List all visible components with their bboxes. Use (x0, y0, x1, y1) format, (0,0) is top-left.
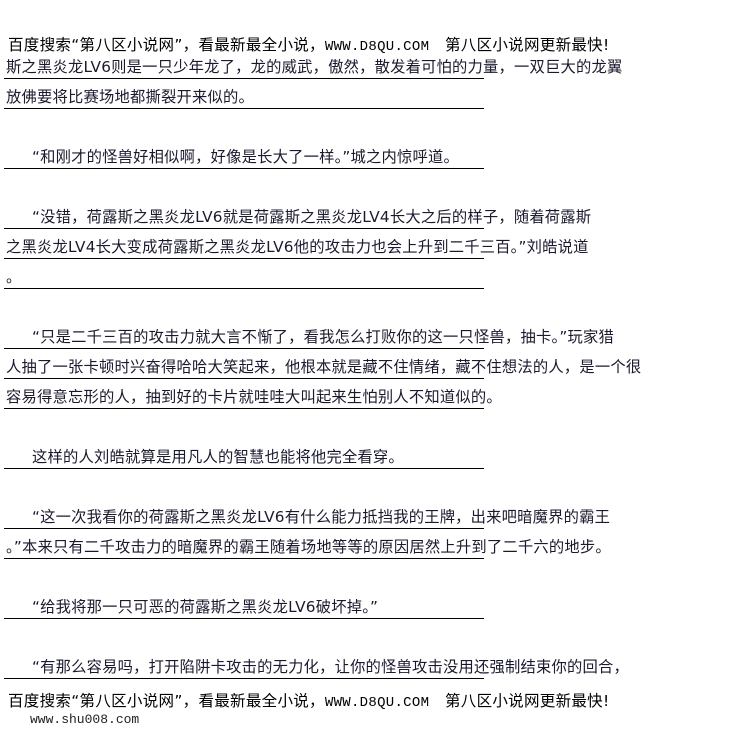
text-line: “这一次我看你的荷露斯之黑炎龙LV6有什么能力抵挡我的王牌，出来吧暗魔界的霸王 (4, 504, 610, 529)
text-line: “和刚才的怪兽好相似啊，好像是长大了一样。”城之内惊呼道。 (4, 144, 484, 169)
line-text: “只是二千三百的攻击力就大言不惭了，看我怎么打败你的这一只怪兽，抽卡。”玩家猎 (32, 328, 614, 346)
footer-text: 百度搜索“第八区小说网”，看最新最全小说， (8, 692, 325, 710)
line-text: 这样的人刘皓就算是用凡人的智慧也能将他完全看穿。 (32, 448, 404, 466)
text-line: 。 (4, 264, 484, 289)
line-text: “和刚才的怪兽好相似啊，好像是长大了一样。”城之内惊呼道。 (32, 148, 460, 166)
text-line: 这样的人刘皓就算是用凡人的智慧也能将他完全看穿。 (4, 444, 484, 469)
text-line: 放佛要将比赛场地都撕裂开来似的。 (4, 84, 484, 109)
text-line: 人抽了一张卡顿时兴奋得哈哈大笑起来，他根本就是藏不住情绪，藏不住想法的人，是一个… (4, 354, 641, 379)
text-line: 之黑炎龙LV4长大变成荷露斯之黑炎龙LV6他的攻击力也会上升到二千三百。”刘皓说… (4, 234, 588, 259)
text-line: “给我将那一只可恶的荷露斯之黑炎龙LV6破坏掉。” (4, 594, 484, 619)
line-text: 斯之黑炎龙LV6则是一只少年龙了，龙的威武，傲然，散发着可怕的力量，一双巨大的龙… (6, 58, 623, 76)
header-text: 百度搜索“第八区小说网”，看最新最全小说， (8, 36, 325, 54)
line-text: 之黑炎龙LV4长大变成荷露斯之黑炎龙LV6他的攻击力也会上升到二千三百。”刘皓说… (6, 238, 589, 256)
line-text: 人抽了一张卡顿时兴奋得哈哈大笑起来，他根本就是藏不住情绪，藏不住想法的人，是一个… (6, 358, 642, 376)
text-line: “有那么容易吗，打开陷阱卡攻击的无力化，让你的怪兽攻击没用还强制结束你的回合， (4, 654, 629, 679)
line-text: 放佛要将比赛场地都撕裂开来似的。 (6, 88, 254, 106)
line-text: 容易得意忘形的人，抽到好的卡片就哇哇大叫起来生怕别人不知道似的。 (6, 388, 502, 406)
header-tail: 第八区小说网更新最快! (444, 36, 610, 54)
text-line: “没错，荷露斯之黑炎龙LV6就是荷露斯之黑炎龙LV4长大之后的样子，随着荷露斯 (4, 204, 591, 229)
line-text: “没错，荷露斯之黑炎龙LV6就是荷露斯之黑炎龙LV4长大之后的样子，随着荷露斯 (32, 208, 592, 226)
line-text: 。”本来只有二千攻击力的暗魔界的霸王随着场地等等的原因居然上升到了二千六的地步。 (6, 538, 611, 556)
line-text: “给我将那一只可恶的荷露斯之黑炎龙LV6破坏掉。” (32, 598, 379, 616)
header-site: WWW.D8QU.COM (324, 39, 430, 55)
footer-tail: 第八区小说网更新最快! (444, 692, 610, 710)
line-text: “有那么容易吗，打开陷阱卡攻击的无力化，让你的怪兽攻击没用还强制结束你的回合， (32, 658, 630, 676)
text-line: 。”本来只有二千攻击力的暗魔界的霸王随着场地等等的原因居然上升到了二千六的地步。 (4, 534, 611, 559)
footer-url: www.shu008.com (30, 712, 140, 727)
footer-site: WWW.D8QU.COM (324, 695, 430, 711)
header-banner: 百度搜索“第八区小说网”，看最新最全小说，WWW.D8QU.COM 第八区小说网… (8, 33, 610, 55)
text-line: “只是二千三百的攻击力就大言不惭了，看我怎么打败你的这一只怪兽，抽卡。”玩家猎 (4, 324, 614, 349)
text-line: 斯之黑炎龙LV6则是一只少年龙了，龙的威武，傲然，散发着可怕的力量，一双巨大的龙… (4, 54, 622, 79)
line-text: 。 (6, 268, 22, 286)
footer-banner: 百度搜索“第八区小说网”，看最新最全小说，WWW.D8QU.COM 第八区小说网… (8, 689, 610, 711)
line-text: “这一次我看你的荷露斯之黑炎龙LV6有什么能力抵挡我的王牌，出来吧暗魔界的霸王 (32, 508, 611, 526)
text-line: 容易得意忘形的人，抽到好的卡片就哇哇大叫起来生怕别人不知道似的。 (4, 384, 502, 409)
